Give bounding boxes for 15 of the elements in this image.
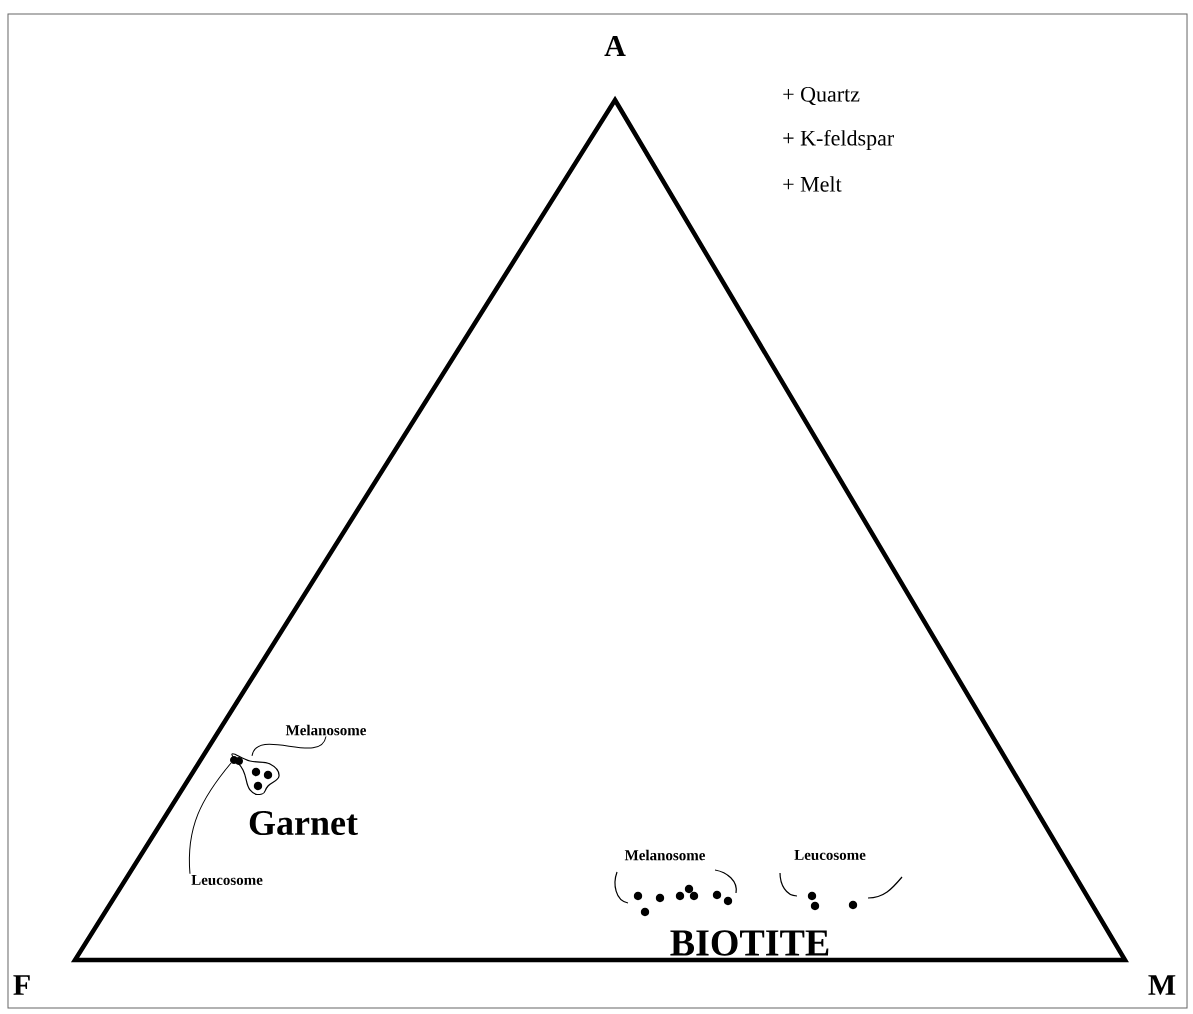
field-label: Garnet <box>249 810 358 836</box>
apex-label: A <box>604 36 626 56</box>
mineral-label: Leucosome <box>794 850 866 860</box>
sample-cluster <box>231 753 280 796</box>
field-label: BIOTITE <box>670 930 829 956</box>
phase-label: + Melt <box>783 176 842 192</box>
mineral-label: Melanosome <box>285 724 367 736</box>
leader-line <box>188 762 232 875</box>
leader-line <box>251 735 327 757</box>
mineral-label: Leucosome <box>191 875 263 885</box>
phase-label: + K-feldspar <box>783 129 894 151</box>
apex-label: F <box>13 975 30 995</box>
mineral-label: Melanosome <box>624 849 706 861</box>
apex-label: M <box>1148 975 1176 995</box>
phase-label: + Quartz <box>783 86 860 106</box>
